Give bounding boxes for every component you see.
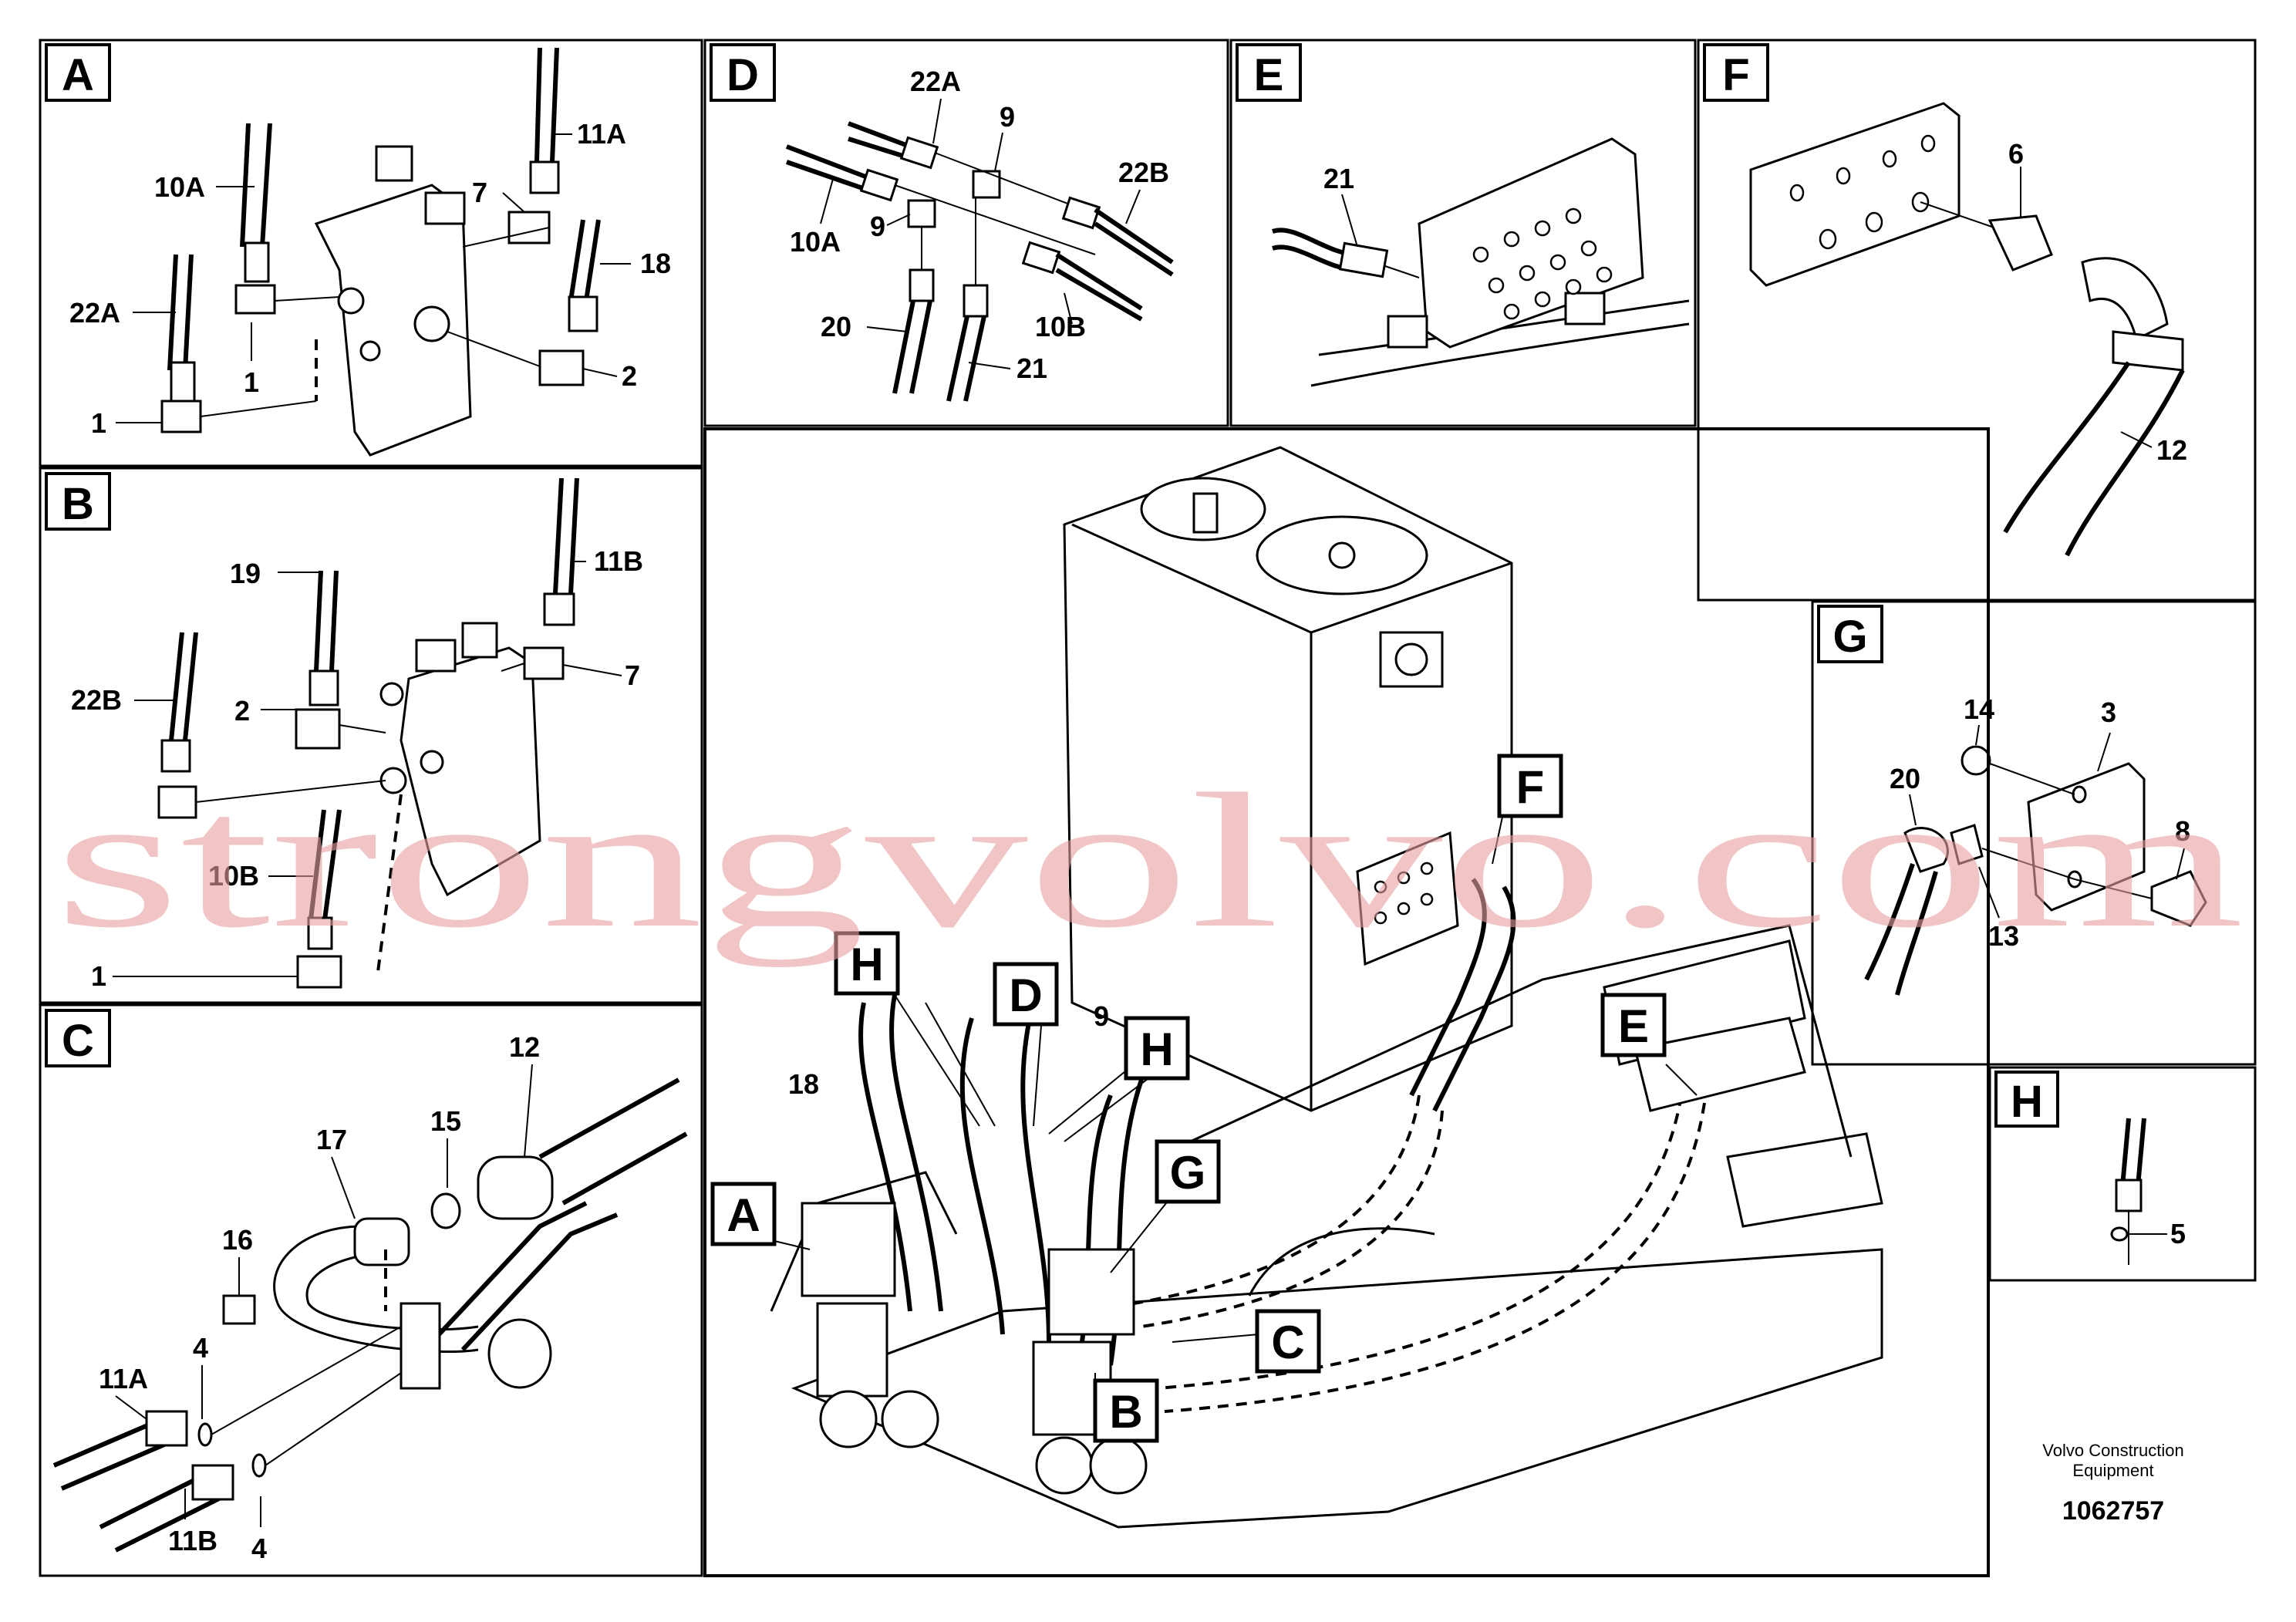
label-21: 21 [1323, 163, 1354, 194]
footer-doc-number: 1062757 [2062, 1496, 2164, 1526]
label-5: 5 [2170, 1218, 2186, 1249]
panel-b-letter: B [62, 479, 94, 529]
callout-h-right: H [1124, 1016, 1190, 1081]
label-16: 16 [222, 1224, 253, 1256]
callout-c: C [1255, 1309, 1321, 1374]
svg-text:G: G [1170, 1147, 1206, 1199]
label-4-lower: 4 [251, 1533, 267, 1564]
panel-c-letter: C [62, 1016, 94, 1066]
label-22a: 22A [910, 66, 961, 97]
callout-f: F [1497, 754, 1563, 818]
label-22a: 22A [69, 297, 120, 329]
label-17: 17 [316, 1124, 347, 1155]
label-13: 13 [1988, 920, 2019, 952]
panel-e: E 21 [1229, 39, 1697, 427]
label-4-upper: 4 [193, 1332, 208, 1364]
callout-b: B [1093, 1378, 1159, 1443]
label-18: 18 [640, 248, 671, 279]
svg-text:D: D [1009, 969, 1042, 1021]
svg-text:C: C [1271, 1317, 1304, 1368]
label-7: 7 [625, 659, 640, 691]
svg-text:H: H [850, 939, 883, 990]
label-21: 21 [1017, 352, 1047, 384]
label-3: 3 [2101, 696, 2116, 728]
label-2: 2 [622, 360, 637, 392]
label-14: 14 [1964, 693, 1994, 725]
svg-text:B: B [1109, 1386, 1142, 1438]
label-19: 19 [230, 558, 261, 589]
main-label-9: 9 [1094, 1000, 1109, 1032]
panel-f-letter: F [1722, 50, 1749, 100]
callout-a: A [710, 1182, 777, 1246]
label-8: 8 [2175, 815, 2190, 847]
panel-h-letter: H [2011, 1077, 2043, 1127]
label-10a: 10A [790, 226, 841, 258]
label-1: 1 [91, 960, 106, 992]
label-10a: 10A [154, 171, 205, 203]
panel-g: G 14 3 20 8 13 [1811, 600, 2257, 1066]
label-12: 12 [509, 1031, 540, 1063]
watermark: strongvolvo.com [54, 754, 2244, 968]
panel-a: A 10A 22A 11A 7 18 1 2 [39, 39, 703, 467]
callout-d: D [993, 962, 1059, 1027]
label-15: 15 [430, 1105, 461, 1137]
label-20: 20 [821, 311, 851, 342]
callout-g: G [1155, 1139, 1221, 1204]
label-7: 7 [472, 177, 487, 208]
label-22b: 22B [71, 684, 122, 716]
footer-company-line1: Volvo Construction [2042, 1441, 2183, 1460]
label-11a: 11A [577, 118, 626, 150]
callout-h-left: H [834, 931, 900, 996]
panel-c: C 12 15 17 16 4 11A 4 11B [39, 1003, 703, 1577]
main-assembly-view [703, 427, 1990, 1577]
label-10b: 10B [208, 860, 259, 892]
panel-g-letter: G [1832, 612, 1867, 662]
panel-e-letter: E [1254, 50, 1284, 100]
label-22b: 22B [1118, 157, 1169, 188]
footer-company-line2: Equipment [2072, 1461, 2153, 1480]
label-1-upper: 1 [244, 366, 259, 398]
label-2: 2 [234, 695, 250, 727]
label-6: 6 [2008, 138, 2024, 170]
panel-d: D 22A 9 22B 10A 9 20 10B 21 [703, 39, 1229, 427]
label-10b: 10B [1035, 311, 1086, 342]
label-11b: 11B [594, 545, 643, 577]
label-11a: 11A [99, 1363, 148, 1394]
label-12: 12 [2156, 434, 2187, 466]
panel-a-letter: A [62, 50, 94, 100]
svg-text:H: H [1140, 1023, 1173, 1075]
panel-h: H 5 [1988, 1066, 2257, 1282]
main-label-18: 18 [788, 1068, 819, 1100]
svg-text:F: F [1516, 761, 1545, 813]
panel-d-letter: D [727, 50, 759, 100]
label-1-lower: 1 [91, 407, 106, 439]
label-9-lower: 9 [870, 211, 885, 242]
panel-f: F 6 12 [1697, 39, 2257, 602]
label-20: 20 [1890, 763, 1920, 794]
panel-b: B 19 22B 11B 7 2 10B 1 [39, 467, 703, 1004]
label-11b: 11B [168, 1525, 217, 1556]
label-9-upper: 9 [1000, 101, 1015, 133]
svg-text:A: A [727, 1189, 760, 1241]
svg-text:E: E [1618, 1000, 1649, 1052]
callout-e: E [1600, 993, 1667, 1057]
